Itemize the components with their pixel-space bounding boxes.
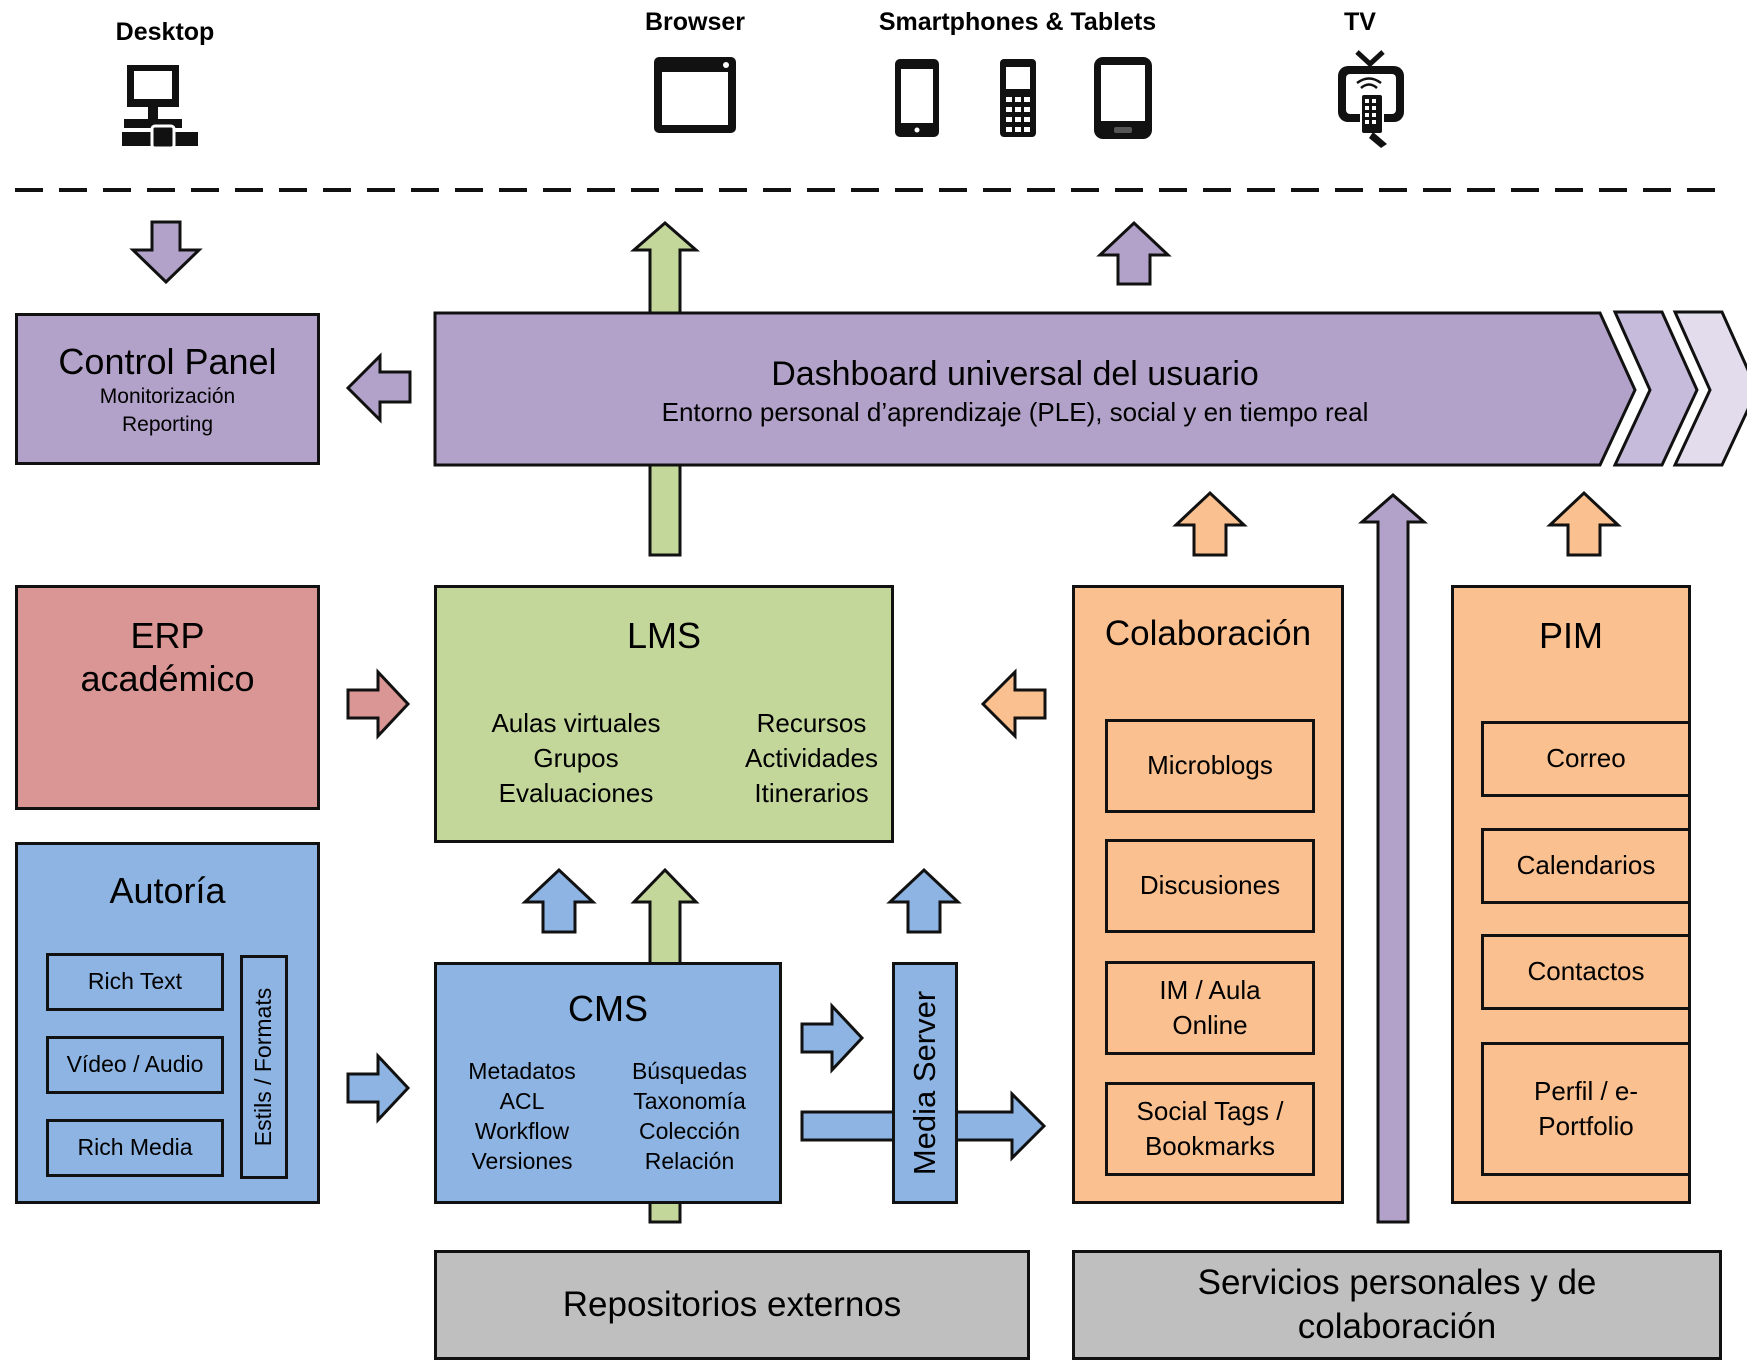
smartphones-label: Smartphones & Tablets [878,8,1157,36]
colaboracion-item-discusiones[interactable]: Discusiones [1105,839,1315,933]
media-server-label: Media Server [907,990,942,1176]
smartphone-icon [895,59,939,137]
dashboard-subtitle: Entorno personal d’aprendizaje (PLE), so… [661,396,1369,427]
lms-title: LMS [626,615,702,656]
arrow-left-icon [345,352,412,424]
colaboracion-item-social-tags[interactable]: Social Tags / Bookmarks [1105,1082,1315,1176]
cms-box[interactable]: CMS Metadatos ACL Workflow Versiones Bús… [434,962,782,1204]
mobile-phone-icon [1000,59,1036,137]
pim-item-contactos[interactable]: Contactos [1481,934,1691,1010]
arrow-up-icon [1172,490,1248,557]
tablet-icon [1094,57,1152,139]
colaboracion-item-im-aula[interactable]: IM / Aula Online [1105,961,1315,1055]
lms-item: Aulas virtuales [491,708,661,738]
pim-title: PIM [1538,615,1603,656]
pim-box[interactable]: PIM Correo Calendarios Contactos Perfil … [1451,585,1691,1204]
control-panel-line1: Monitorización [99,385,236,409]
browser-label: Browser [644,8,746,36]
erp-box[interactable]: ERP académico [15,585,320,810]
control-panel-line2: Reporting [121,412,214,436]
cms-item: Búsquedas [631,1058,748,1084]
dashboard-title: Dashboard universal del usuario [771,355,1259,394]
tv-label: TV [1344,8,1376,36]
pim-item-correo[interactable]: Correo [1481,721,1691,797]
arrow-up-icon [1546,490,1622,557]
arrow-left-icon [980,668,1047,740]
pim-item-calendarios[interactable]: Calendarios [1481,828,1691,904]
desktop-label: Desktop [115,18,215,46]
colaboracion-item-microblogs[interactable]: Microblogs [1105,719,1315,813]
desktop-icon [122,65,198,150]
arrow-up-icon [886,867,962,934]
pim-item-perfil[interactable]: Perfil / e-Portfolio [1481,1042,1691,1176]
erp-line2: académico [80,658,255,700]
lms-item: Grupos [533,743,619,774]
arrow-right-icon [346,668,411,740]
dashboard-arrow-box[interactable] [432,310,1638,470]
dashboard-text: Dashboard universal del usuario Entorno … [435,350,1595,434]
media-server-box[interactable]: Media Server [892,962,958,1204]
autoria-title: Autoría [109,870,226,911]
colaboracion-box[interactable]: Colaboración Microblogs Discusiones IM /… [1072,585,1344,1204]
cms-item: Colección [639,1117,740,1144]
autoria-item-video-audio[interactable]: Vídeo / Audio [46,1036,224,1094]
lms-item: Evaluaciones [498,778,654,809]
cms-item: Metadatos [468,1058,576,1084]
lms-item: Recursos [756,708,867,738]
arrow-right-icon [346,1052,411,1124]
cms-title: CMS [568,988,648,1029]
repositorios-box[interactable]: Repositorios externos [434,1250,1030,1360]
cms-item: Taxonomía [633,1087,746,1114]
arrow-up-icon [521,867,597,934]
lms-box[interactable]: LMS Aulas virtuales Grupos Evaluaciones … [434,585,894,843]
chevron-icon [1612,310,1699,467]
estils-formats-box[interactable]: Estils / Formats [240,955,288,1179]
lms-item: Actividades [745,743,878,774]
arrow-down-icon [129,220,203,285]
separator-line [15,188,1720,192]
browser-icon [654,57,736,133]
cms-item: Workflow [474,1117,570,1144]
repositorios-label: Repositorios externos [562,1285,902,1324]
autoria-item-rich-media[interactable]: Rich Media [46,1119,224,1177]
lms-item: Itinerarios [754,778,869,809]
control-panel-box[interactable]: Control Panel Monitorización Reporting [15,313,320,465]
arrow-up-icon [1357,493,1429,1224]
tv-remote-icon [1338,50,1404,148]
cms-item: Versiones [471,1147,573,1174]
control-panel-title: Control Panel [58,341,277,383]
cms-item: ACL [499,1087,545,1114]
chevron-icon [1672,310,1747,467]
colaboracion-title: Colaboración [1104,614,1312,653]
arrow-up-icon [1096,220,1172,286]
servicios-box[interactable]: Servicios personales y de colaboración [1072,1250,1722,1360]
arrow-right-icon [800,1002,865,1074]
autoria-box[interactable]: Autoría Rich Text Vídeo / Audio Rich Med… [15,842,320,1204]
estils-formats-label: Estils / Formats [250,987,277,1147]
cms-item: Relación [644,1147,735,1174]
autoria-item-rich-text[interactable]: Rich Text [46,953,224,1011]
servicios-label: Servicios personales y de colaboración [1197,1263,1597,1346]
erp-line1: ERP [130,615,205,656]
